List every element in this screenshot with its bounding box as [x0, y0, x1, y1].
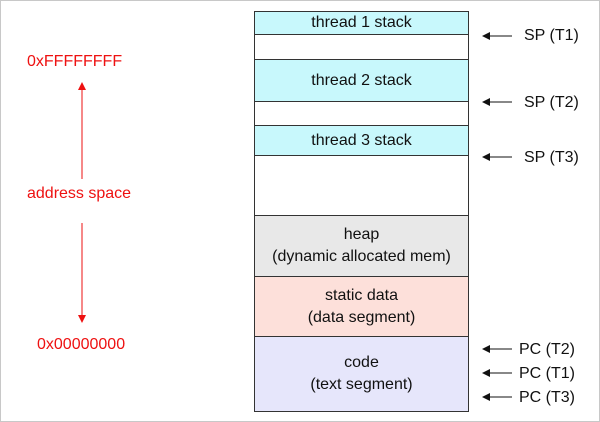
free-gap-block — [254, 155, 469, 216]
pc-t2-label: PC (T2) — [519, 341, 575, 358]
pc-t3-label: PC (T3) — [519, 389, 575, 406]
sp-t1-label: SP (T1) — [524, 27, 579, 44]
heap-block: heap (dynamic allocated mem) — [254, 215, 469, 277]
static-data-block: static data (data segment) — [254, 276, 469, 337]
heap-sublabel: (dynamic allocated mem) — [272, 248, 451, 265]
thread-1-gap-block — [254, 34, 469, 60]
pc-t1-label: PC (T1) — [519, 365, 575, 382]
thread-2-gap-block — [254, 101, 469, 126]
code-block: code (text segment) — [254, 336, 469, 412]
sp-t2-label: SP (T2) — [524, 94, 579, 111]
sp-t3-label: SP (T3) — [524, 149, 579, 166]
thread-2-stack-label: thread 2 stack — [311, 71, 412, 89]
thread-3-stack-block: thread 3 stack — [254, 125, 469, 156]
thread-2-stack-block: thread 2 stack — [254, 59, 469, 102]
thread-1-stack-block: thread 1 stack — [254, 11, 469, 35]
static-data-sublabel: (data segment) — [307, 308, 416, 326]
top-address-label: 0xFFFFFFFF — [27, 53, 123, 70]
thread-3-stack-label: thread 3 stack — [311, 131, 412, 149]
code-sublabel: (text segment) — [310, 376, 413, 393]
code-label: code — [344, 354, 379, 371]
bottom-address-label: 0x00000000 — [37, 336, 126, 353]
heap-label: heap — [343, 226, 380, 243]
static-data-label: static data — [325, 286, 398, 304]
address-space-label: address space — [27, 185, 132, 202]
thread-1-stack-label: thread 1 stack — [311, 14, 412, 31]
